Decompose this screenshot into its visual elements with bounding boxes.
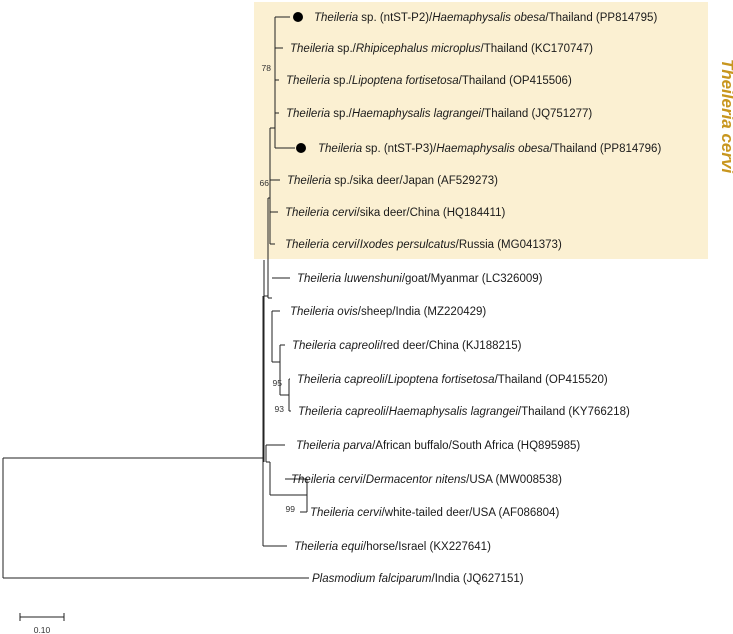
taxon-label-part: Haemaphysalis lagrangei [352, 108, 482, 120]
bootstrap-value: 95 [273, 378, 283, 388]
taxon-label-part: Theileria cervi [285, 207, 357, 219]
bootstrap-value: 93 [275, 404, 285, 414]
taxon-label-part: Theileria parva [296, 440, 372, 452]
taxon-label: Theileria sp./Lipoptena fortisetosa/Thai… [286, 75, 572, 87]
taxon-label-part: /Thailand (JQ751277) [481, 108, 592, 120]
taxon-label-part: Theileria capreoli [298, 406, 386, 418]
taxon-label-part: Haemaphysalis lagrangei [389, 406, 519, 418]
tree-branches [2, 16, 309, 579]
taxon-label-part: Theileria cervi [285, 239, 357, 251]
taxon-label-part: /African buffalo/South Africa (HQ895985) [372, 440, 580, 452]
novel-sequence-marker-icon [293, 12, 303, 22]
taxon-label-part: / [357, 239, 361, 251]
taxon-label-part: sp. (ntST-P2)/ [358, 12, 433, 24]
clade-highlight-box [254, 2, 708, 259]
taxon-label-part: Theileria [287, 175, 331, 187]
taxon-label-part: Theileria luwenshuni [297, 273, 402, 285]
taxon-label-part: /Thailand (OP415520) [495, 374, 608, 386]
taxon-label-part: / [363, 474, 367, 486]
taxon-label: Theileria cervi/Ixodes persulcatus/Russi… [285, 239, 562, 251]
taxon-label-part: Theileria capreoli [292, 340, 380, 352]
bootstrap-value: 99 [286, 504, 296, 514]
taxon-label-part: Theileria [286, 75, 330, 87]
taxon-label-part: /Thailand (PP814796) [549, 143, 661, 155]
taxon-label: Theileria sp./Rhipicephalus microplus/Th… [290, 43, 593, 55]
taxon-label-part: Theileria [318, 143, 362, 155]
taxon-label: Theileria sp. (ntST-P3)/Haemaphysalis ob… [318, 143, 661, 155]
taxon-label: Theileria cervi/white-tailed deer/USA (A… [310, 507, 559, 519]
taxon-label-part: sp./sika deer/Japan (AF529273) [331, 175, 498, 187]
taxon-label-part: sp./ [334, 43, 357, 55]
taxon-label-part: /sheep/India (MZ220429) [358, 306, 487, 318]
taxon-label-part: /red deer/China (KJ188215) [380, 340, 522, 352]
taxon-label-part: / [385, 374, 389, 386]
taxon-label-part: / [386, 406, 390, 418]
taxon-label: Theileria capreoli/Haemaphysalis lagrang… [298, 406, 630, 418]
taxon-label-part: /Thailand (KC170747) [481, 43, 594, 55]
taxon-labels: Theileria sp. (ntST-P2)/Haemaphysalis ob… [285, 12, 661, 585]
taxon-label-part: Theileria cervi [291, 474, 363, 486]
taxon-label-part: /Russia (MG041373) [456, 239, 562, 251]
taxon-label: Plasmodium falciparum/India (JQ627151) [312, 573, 524, 585]
bootstrap-value: 66 [260, 178, 270, 188]
taxon-label-part: Theileria cervi [310, 507, 382, 519]
taxon-label: Theileria sp./Haemaphysalis lagrangei/Th… [286, 108, 592, 120]
taxon-label: Theileria ovis/sheep/India (MZ220429) [290, 306, 486, 318]
novel-sequence-marker-icon [296, 143, 306, 153]
taxon-label-part: Dermacentor nitens [366, 474, 467, 486]
taxon-label-part: Theileria capreoli [297, 374, 385, 386]
taxon-label: Theileria equi/horse/Israel (KX227641) [294, 541, 491, 553]
taxon-label-part: /white-tailed deer/USA (AF086804) [382, 507, 560, 519]
taxon-label-part: /USA (MW008538) [466, 474, 562, 486]
taxon-label-part: /horse/Israel (KX227641) [363, 541, 491, 553]
taxon-label-part: sp. (ntST-P3)/ [362, 143, 437, 155]
taxon-label-part: /Thailand (OP415506) [459, 75, 572, 87]
bootstrap-values: 78 66 95 93 99 [260, 63, 296, 514]
taxon-label-part: /Thailand (KY766218) [518, 406, 630, 418]
taxon-label: Theileria capreoli/Lipoptena fortisetosa… [297, 374, 608, 386]
taxon-label: Theileria capreoli/red deer/China (KJ188… [292, 340, 522, 352]
taxon-label: Theileria parva/African buffalo/South Af… [296, 440, 580, 452]
taxon-label-part: Plasmodium falciparum [312, 573, 432, 585]
taxon-label-part: Ixodes persulcatus [360, 239, 456, 251]
taxon-label-part: Haemaphysalis obesa [436, 143, 549, 155]
scale-bar-label: 0.10 [34, 625, 51, 634]
taxon-label: Theileria sp. (ntST-P2)/Haemaphysalis ob… [314, 12, 657, 24]
taxon-label-part: Theileria [314, 12, 358, 24]
taxon-label: Theileria luwenshuni/goat/Myanmar (LC326… [297, 273, 543, 285]
taxon-label-part: Haemaphysalis obesa [432, 12, 545, 24]
bootstrap-value: 78 [262, 63, 272, 73]
taxon-label: Theileria cervi/sika deer/China (HQ18441… [285, 207, 505, 219]
taxon-label-part: /sika deer/China (HQ184411) [357, 207, 506, 219]
scale-bar: 0.10 [19, 613, 65, 634]
taxon-label-part: /goat/Myanmar (LC326009) [402, 273, 543, 285]
taxon-label-part: /Thailand (PP814795) [545, 12, 657, 24]
taxon-label-part: sp./ [330, 108, 353, 120]
taxon-label-part: sp./ [330, 75, 353, 87]
taxon-label-part: Rhipicephalus microplus [356, 43, 481, 55]
taxon-label: Theileria cervi/Dermacentor nitens/USA (… [291, 474, 562, 486]
taxon-label-part: Lipoptena fortisetosa [352, 75, 459, 87]
taxon-label-part: /India (JQ627151) [432, 573, 524, 585]
taxon-label-part: Theileria ovis [290, 306, 358, 318]
taxon-label: Theileria sp./sika deer/Japan (AF529273) [287, 175, 498, 187]
taxon-label-part: Theileria [286, 108, 330, 120]
taxon-label-part: Theileria equi [294, 541, 363, 553]
taxon-label-part: Theileria [290, 43, 334, 55]
taxon-label-part: Lipoptena fortisetosa [388, 374, 495, 386]
clade-label: Theileria cervi [718, 59, 733, 175]
